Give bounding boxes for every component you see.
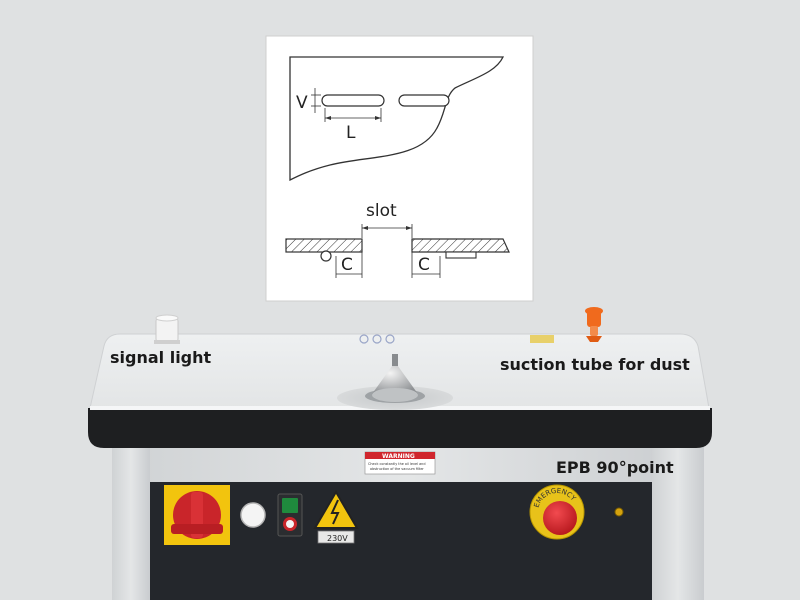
suction-tube [585,307,603,342]
dim-v-label: V [296,93,308,113]
warning-label: WARNING Check constantly the oil level a… [364,451,436,475]
section-left [285,238,363,253]
signal-light [154,314,180,344]
main-switch[interactable] [164,485,230,545]
suction-tube-label: suction tube for dust [500,355,690,374]
warning-text-1: Check constantly the oil level and [368,462,425,466]
epb-label: EPB 90°point [556,458,674,477]
voltage-warning-sign: 230V [313,490,359,544]
signal-light-label: signal light [110,348,212,367]
router-bit-center [337,354,453,410]
indicator-dot [614,507,624,517]
warning-text-2: obstruction of the vacuum filter [370,467,424,471]
slot-label: slot [366,201,397,221]
table-edge [88,408,712,448]
dim-c-right-label: C [418,255,430,275]
slot-right [398,94,450,107]
part-outline-top-view [289,56,505,182]
diagram-card: V L slot C C [265,35,534,302]
dim-c-left-label: C [341,255,353,275]
pilot-light [240,502,266,528]
voltage-label: 230V [327,534,348,543]
emergency-stop-button[interactable]: EMERGENCY [529,484,585,540]
start-stop-buttons[interactable] [277,493,303,537]
slot-left [321,94,385,107]
warning-title: WARNING [382,453,415,460]
dim-l-label: L [346,123,356,143]
section-right [411,238,510,253]
